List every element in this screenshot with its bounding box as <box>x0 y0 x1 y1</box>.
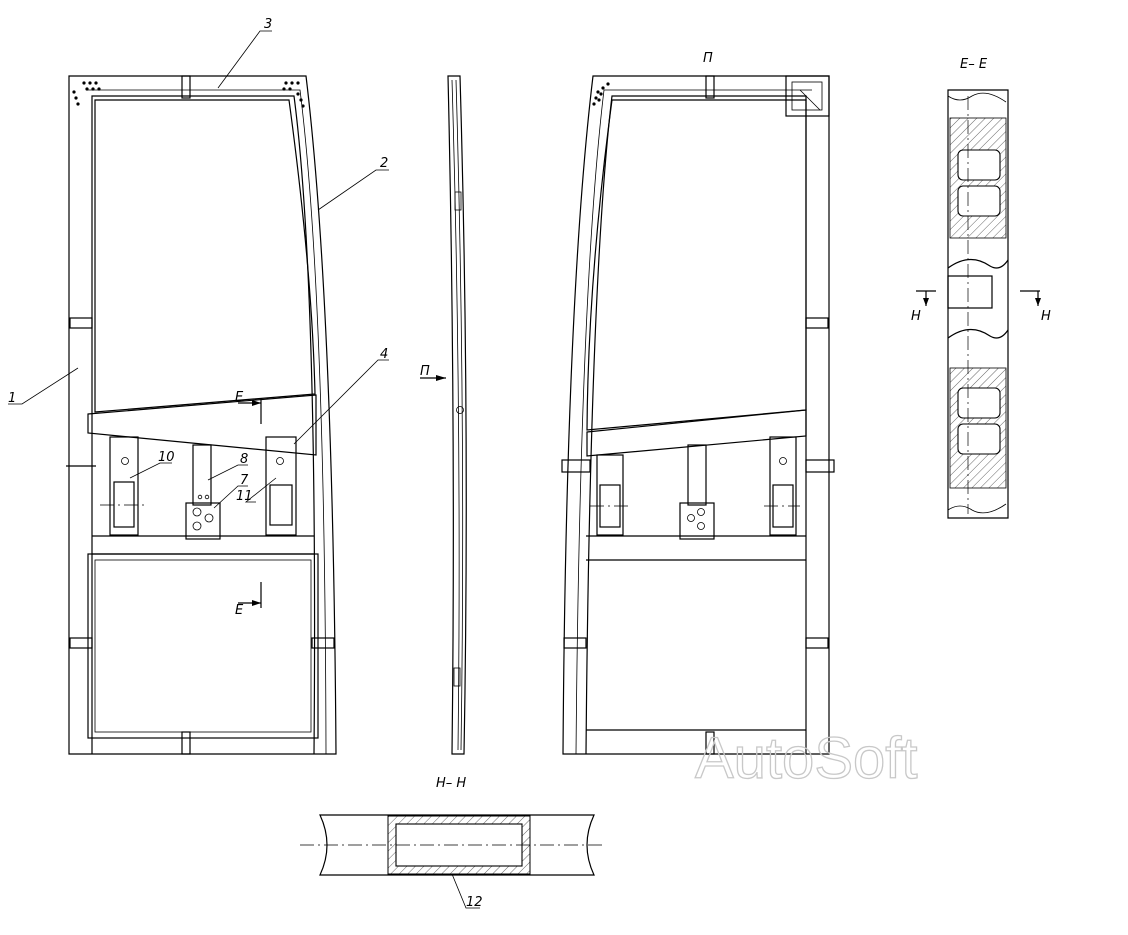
callout-1: 1 <box>8 391 16 406</box>
callout-7: 7 <box>240 473 249 488</box>
callout-3: 3 <box>264 17 272 32</box>
callout-8: 8 <box>240 452 248 467</box>
view-mark-p: П <box>703 51 713 66</box>
front-view <box>8 30 389 755</box>
callout-10: 10 <box>158 450 175 465</box>
callout-12: 12 <box>466 895 483 910</box>
callout-4: 4 <box>380 347 388 362</box>
view-arrow-mark-p: П <box>420 364 430 379</box>
watermark: AutoSoft <box>695 726 917 791</box>
section-ee <box>916 89 1041 519</box>
section-mark-e-lower: E <box>235 603 244 618</box>
callout-labels: 1 2 3 4 7 8 10 11 12 E E П П H H E– E H–… <box>8 17 1051 910</box>
section-mark-e-upper: E <box>235 390 244 405</box>
section-hh <box>300 814 604 909</box>
callout-2: 2 <box>380 156 388 171</box>
section-ee-title: E– E <box>960 57 988 72</box>
section-mark-h-left: H <box>911 309 921 324</box>
callout-11: 11 <box>236 489 253 504</box>
section-hh-title: H– H <box>436 776 466 791</box>
section-mark-h-right: H <box>1041 309 1051 324</box>
side-view <box>420 75 467 755</box>
rear-view <box>561 75 835 755</box>
